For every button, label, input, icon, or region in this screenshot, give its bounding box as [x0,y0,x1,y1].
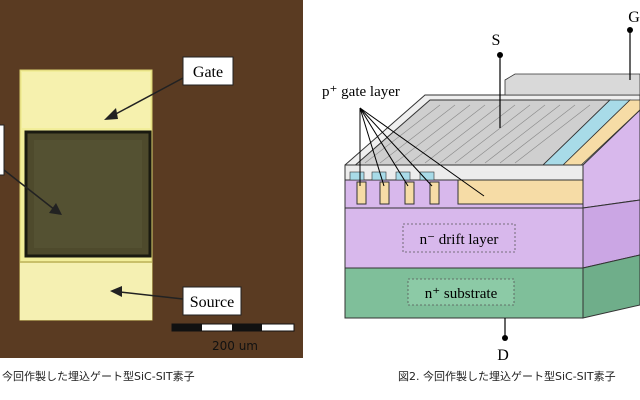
drain-terminal-label: D [497,347,509,364]
substrate-label: n⁺ substrate [425,286,498,302]
window-label-box [0,124,5,176]
substrate-front [344,267,584,319]
side-gate-region [582,109,640,209]
gate-arrowhead [104,108,118,120]
gate-finger-2 [379,181,390,205]
source-label-box [182,286,242,316]
oxide-patch-1 [349,171,365,181]
gate-terminal-dot [627,27,633,33]
oxide-patch-3 [395,171,411,181]
gate-finger-4 [429,181,440,205]
source-pad [20,262,152,320]
window-arrowhead [49,203,62,215]
gate-label: Gate [193,64,223,81]
oxide-patch-2 [371,171,387,181]
drift-label-box [402,223,516,253]
side-substrate [582,254,640,319]
gate-pad [22,72,150,128]
source-label: Source [190,294,234,311]
window-inner [34,140,142,248]
source-terminal-dot [497,52,503,58]
gate-layer-label: p⁺ gate layer [322,84,400,100]
drift-layer-label: n⁻ drift layer [420,232,499,248]
gate-contact-region [457,179,584,205]
gate-layer-pointers [359,107,485,197]
gate-label-box [182,56,234,86]
source-arrow [119,291,184,300]
substrate-label-box [407,278,515,306]
micrograph-caption: 今回作製した埋込ゲート型SiC-SIT素子 [2,370,195,383]
source-hatch [364,104,591,164]
source-arrowhead [110,286,122,297]
gate-finger-3 [404,181,415,205]
window-arrow [3,169,56,211]
schematic-caption: 図2. 今回作製した埋込ゲート型SiC-SIT素子 [398,370,616,383]
scale-bar: 200 um [171,323,295,353]
drain-terminal-dot [502,335,508,341]
gate-terminal-label: G [628,9,640,26]
side-drift-layer [582,199,640,269]
source-terminal-label: S [492,32,501,49]
gate-pad-3d [504,73,640,96]
device-schematic: n⁻ drift layer n⁺ substrate S G D p⁺ gat… [322,9,640,364]
device-micrograph: Gate Source 200 um [0,0,303,358]
scale-label: 200 um [212,339,258,353]
gate-finger-1 [356,181,367,205]
gate-arrow [111,77,184,117]
